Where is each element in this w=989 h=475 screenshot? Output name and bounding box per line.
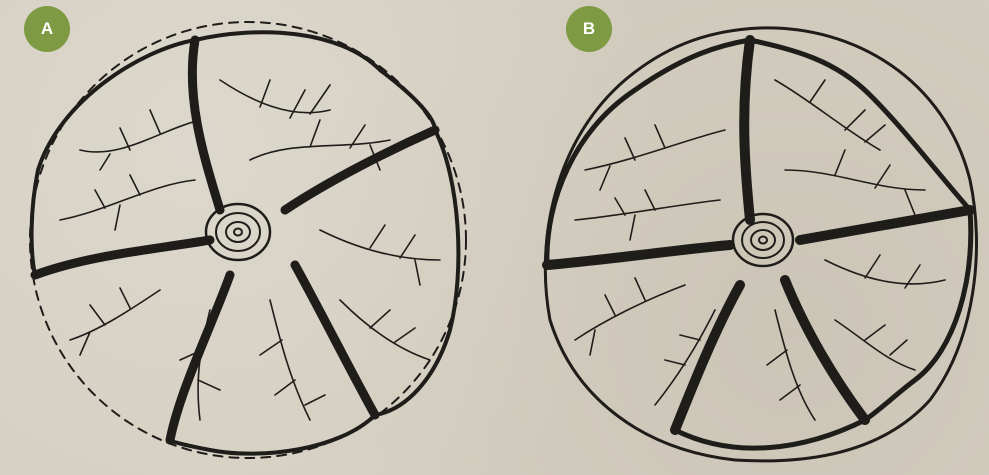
center-rings bbox=[733, 214, 793, 266]
panel-label-a-text: A bbox=[41, 19, 53, 39]
center-rings bbox=[206, 204, 270, 260]
ridge-right bbox=[285, 130, 435, 210]
lobe-upper bbox=[750, 40, 970, 210]
ridge-left bbox=[35, 240, 210, 275]
lobe-lower bbox=[170, 415, 375, 454]
panel-a-drawing bbox=[20, 10, 480, 470]
ridge-lower-right bbox=[295, 265, 375, 415]
ridge-right bbox=[800, 210, 970, 240]
ridge-upper bbox=[744, 40, 750, 220]
lobe-upper-right bbox=[195, 32, 435, 130]
ridge-lower bbox=[675, 285, 740, 430]
panel-label-b: B bbox=[566, 6, 612, 52]
lobe-right bbox=[865, 210, 971, 420]
ridge-left bbox=[547, 245, 730, 265]
panel-label-b-text: B bbox=[583, 19, 595, 39]
lobe-lower bbox=[675, 420, 865, 448]
outer-boundary bbox=[545, 28, 976, 461]
panel-b-drawing bbox=[535, 20, 985, 470]
ridge-lower-right bbox=[785, 280, 865, 420]
ridge-upper bbox=[192, 40, 220, 210]
lobe-upper-left bbox=[32, 40, 195, 275]
panel-label-a: A bbox=[24, 6, 70, 52]
